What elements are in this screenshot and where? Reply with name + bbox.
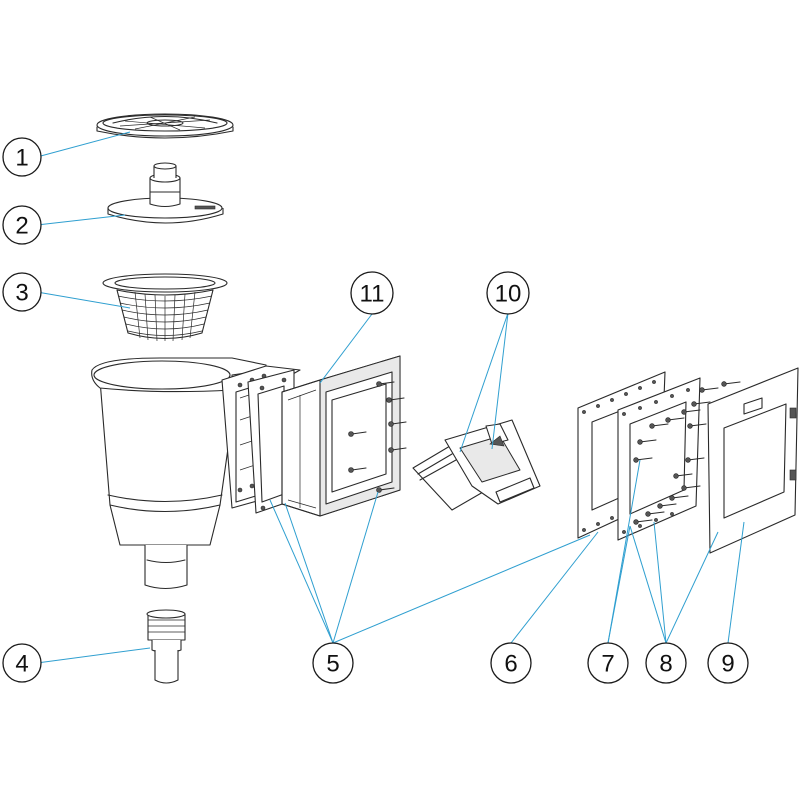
- skimmer-body: [91, 357, 301, 590]
- callout-7: 7: [587, 642, 629, 684]
- callout-9: 9: [707, 642, 749, 684]
- callout-2: 2: [2, 205, 42, 245]
- callout-1-label: 1: [15, 145, 28, 172]
- callout-10: 10: [486, 271, 530, 315]
- part-1-skimmer-lid: [96, 113, 234, 139]
- callout-5-label: 5: [326, 651, 339, 678]
- callout-2-label: 2: [15, 213, 28, 240]
- part-4-hose-adapter: [146, 609, 186, 684]
- callout-11-label: 11: [360, 281, 385, 308]
- callout-6: 6: [490, 642, 532, 684]
- callout-9-label: 9: [721, 651, 734, 678]
- callout-7-label: 7: [601, 651, 614, 678]
- part-3-basket: [102, 273, 228, 342]
- callout-3-label: 3: [15, 280, 28, 307]
- callout-6-label: 6: [504, 651, 517, 678]
- part-11-extension-frame: [281, 355, 407, 517]
- callout-8: 8: [645, 642, 687, 684]
- frame-screws: [348, 381, 407, 493]
- part-2-float-plate: [107, 162, 224, 224]
- callout-4: 4: [2, 643, 42, 683]
- callout-1: 1: [2, 137, 42, 177]
- callout-8-label: 8: [659, 651, 672, 678]
- leader-lines: [36, 131, 745, 664]
- callout-11: 11: [350, 271, 394, 315]
- part-9-faceplate: [707, 367, 799, 554]
- callout-5: 5: [312, 642, 354, 684]
- callout-3: 3: [2, 272, 42, 312]
- part-10-weir-flap: [412, 419, 541, 511]
- callout-4-label: 4: [15, 651, 28, 678]
- callout-10-label: 10: [495, 281, 522, 308]
